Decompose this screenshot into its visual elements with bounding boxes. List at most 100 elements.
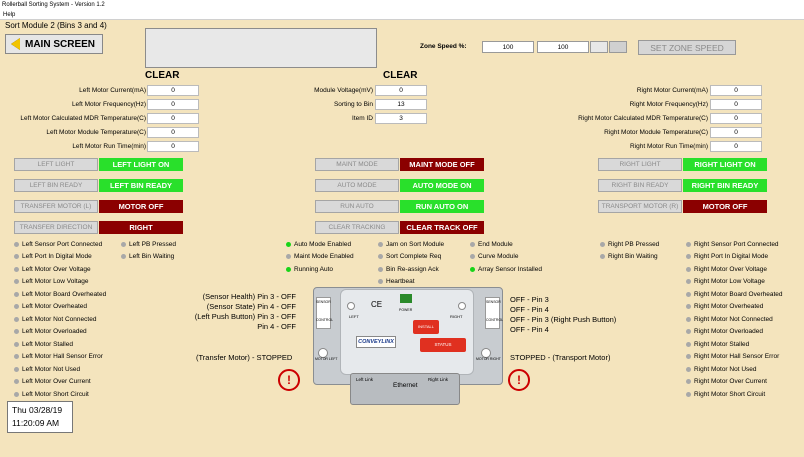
right-motor-current-value: 0 [710, 85, 762, 96]
transfer-direction-button[interactable]: TRANSFER DIRECTION [14, 221, 98, 234]
indicator-sort-3: Heartbeat [378, 276, 444, 289]
status-dot-icon [14, 354, 19, 360]
pin-right-push-button: OFF - Pin 3 (Right Push Button) [510, 315, 617, 324]
sorting-to-bin-value: 13 [375, 99, 427, 110]
indicator-label: Right Motor Overheated [694, 303, 764, 311]
arrow-left-icon [11, 38, 20, 50]
ce-mark: CE [371, 300, 383, 309]
transport-warning-icon: ! [508, 369, 530, 391]
right-motor-current-label: Right Motor Current(mA) [636, 87, 708, 94]
sensor-right-label: SENSOR [486, 300, 501, 304]
right-led [458, 302, 466, 310]
motor-left-port [318, 348, 328, 358]
transport-motor-button[interactable]: TRANSPORT MOTOR (R) [598, 200, 682, 213]
indicator-label: Right Motor Not Connected [694, 315, 773, 323]
indicator-left-10: Left Motor Not Used [14, 363, 106, 376]
zone-spin-down[interactable] [609, 41, 627, 53]
set-zone-speed-button[interactable]: SET ZONE SPEED [638, 40, 736, 55]
indicator-label: Right Bin Waiting [608, 253, 658, 261]
pin-left-push-button: (Left Push Button) Pin 3 - OFF [194, 312, 296, 321]
indicator-right-3: Right Motor Low Voltage [686, 276, 783, 289]
transport-motor-state: STOPPED - (Transport Motor) [510, 353, 611, 362]
status-display: STATUS [420, 338, 466, 352]
clear-tracking-status: CLEAR TRACK OFF [400, 221, 484, 234]
indicator-mode-1: Maint Mode Enabled [286, 251, 354, 264]
status-dot-icon [14, 291, 19, 297]
right-light-button[interactable]: RIGHT LIGHT [598, 158, 682, 171]
left-motor-module-temp-value: 0 [147, 127, 199, 138]
date-time-display: Thu 03/28/19 11:20:09 AM [7, 401, 73, 433]
status-dot-icon [470, 254, 475, 260]
status-dot-icon [378, 254, 383, 260]
status-dot-icon [378, 241, 383, 247]
maint-mode-button[interactable]: MAINT MODE [315, 158, 399, 171]
indicator-label: Left Motor Stalled [22, 340, 73, 348]
clear-tracking-button[interactable]: CLEAR TRACKING [315, 221, 399, 234]
indicator-label: Right PB Pressed [608, 240, 660, 248]
status-dot-icon [378, 266, 383, 272]
zone-speed-input-2[interactable]: 100 [537, 41, 589, 53]
status-dot-icon [14, 241, 19, 247]
device-right-label: RIGHT [450, 314, 463, 319]
indicator-label: Left Motor Short Circuit [22, 390, 89, 398]
indicator-label: Right Motor Over Current [694, 378, 767, 386]
status-dot-icon [14, 304, 19, 310]
left-link-label: Left Link [356, 377, 374, 382]
run-auto-status: RUN AUTO ON [400, 200, 484, 213]
auto-mode-status: AUTO MODE ON [400, 179, 484, 192]
indicator-label: Left Motor Over Voltage [22, 265, 91, 273]
status-dot-icon [14, 316, 19, 322]
status-dot-icon [686, 379, 691, 385]
indicator-label: Left Motor Board Overheated [22, 290, 107, 298]
indicator-label: Right Motor Overloaded [694, 328, 764, 336]
right-bin-ready-button[interactable]: RIGHT BIN READY [598, 179, 682, 192]
status-dot-icon [686, 279, 691, 285]
run-auto-button[interactable]: RUN AUTO [315, 200, 399, 213]
status-dot-icon [686, 254, 691, 260]
maint-mode-status: MAINT MODE OFF [400, 158, 484, 171]
zone-spin-up[interactable] [590, 41, 608, 53]
indicator-label: Left Bin Waiting [129, 253, 175, 261]
transfer-motor-state: (Transfer Motor) - STOPPED [196, 353, 293, 362]
indicator-right-pb-1: Right Bin Waiting [600, 251, 659, 264]
left-bin-ready-button[interactable]: LEFT BIN READY [14, 179, 98, 192]
indicator-label: End Module [478, 240, 513, 248]
status-dot-icon [686, 366, 691, 372]
status-dot-icon [121, 241, 126, 247]
motor-right-port [481, 348, 491, 358]
indicator-label: Right Port In Digital Mode [694, 253, 769, 261]
menu-help[interactable]: Help [0, 10, 804, 20]
main-screen-button[interactable]: MAIN SCREEN [5, 34, 103, 54]
conveylinx-logo: CONVEYLINX [356, 336, 396, 348]
transfer-motor-button[interactable]: TRANSFER MOTOR (L) [14, 200, 98, 213]
indicator-label: Left PB Pressed [129, 240, 176, 248]
power-label: POWER [399, 308, 413, 312]
indicator-label: Left Motor Low Voltage [22, 278, 89, 286]
indicator-left-3: Left Motor Low Voltage [14, 276, 106, 289]
auto-mode-button[interactable]: AUTO MODE [315, 179, 399, 192]
pin-right-3: OFF - Pin 3 [510, 295, 549, 304]
indicator-label: Sort Complete Req [386, 253, 442, 261]
indicator-label: Right Sensor Port Connected [694, 240, 779, 248]
sensor-left-label: SENSOR [316, 300, 331, 304]
power-connector [400, 294, 412, 303]
status-dot-icon [286, 254, 291, 260]
indicator-label: Right Motor Stalled [694, 340, 750, 348]
status-dot-icon [686, 316, 691, 322]
install-button: INSTALL [413, 320, 439, 334]
right-motor-module-temp-label: Right Motor Module Temperature(C) [604, 129, 708, 136]
status-dot-icon [686, 341, 691, 347]
indicator-label: Heartbeat [386, 278, 415, 286]
status-dot-icon [686, 329, 691, 335]
indicator-left-9: Left Motor Hall Sensor Error [14, 351, 106, 364]
indicator-left-1: Left Port In Digital Mode [14, 251, 106, 264]
indicator-label: Array Sensor Installed [478, 265, 542, 273]
left-light-button[interactable]: LEFT LIGHT [14, 158, 98, 171]
item-id-label: Item ID [352, 115, 373, 122]
ethernet-block [350, 373, 460, 405]
main-screen-label: MAIN SCREEN [25, 38, 96, 50]
zone-speed-input-1[interactable]: 100 [482, 41, 534, 53]
